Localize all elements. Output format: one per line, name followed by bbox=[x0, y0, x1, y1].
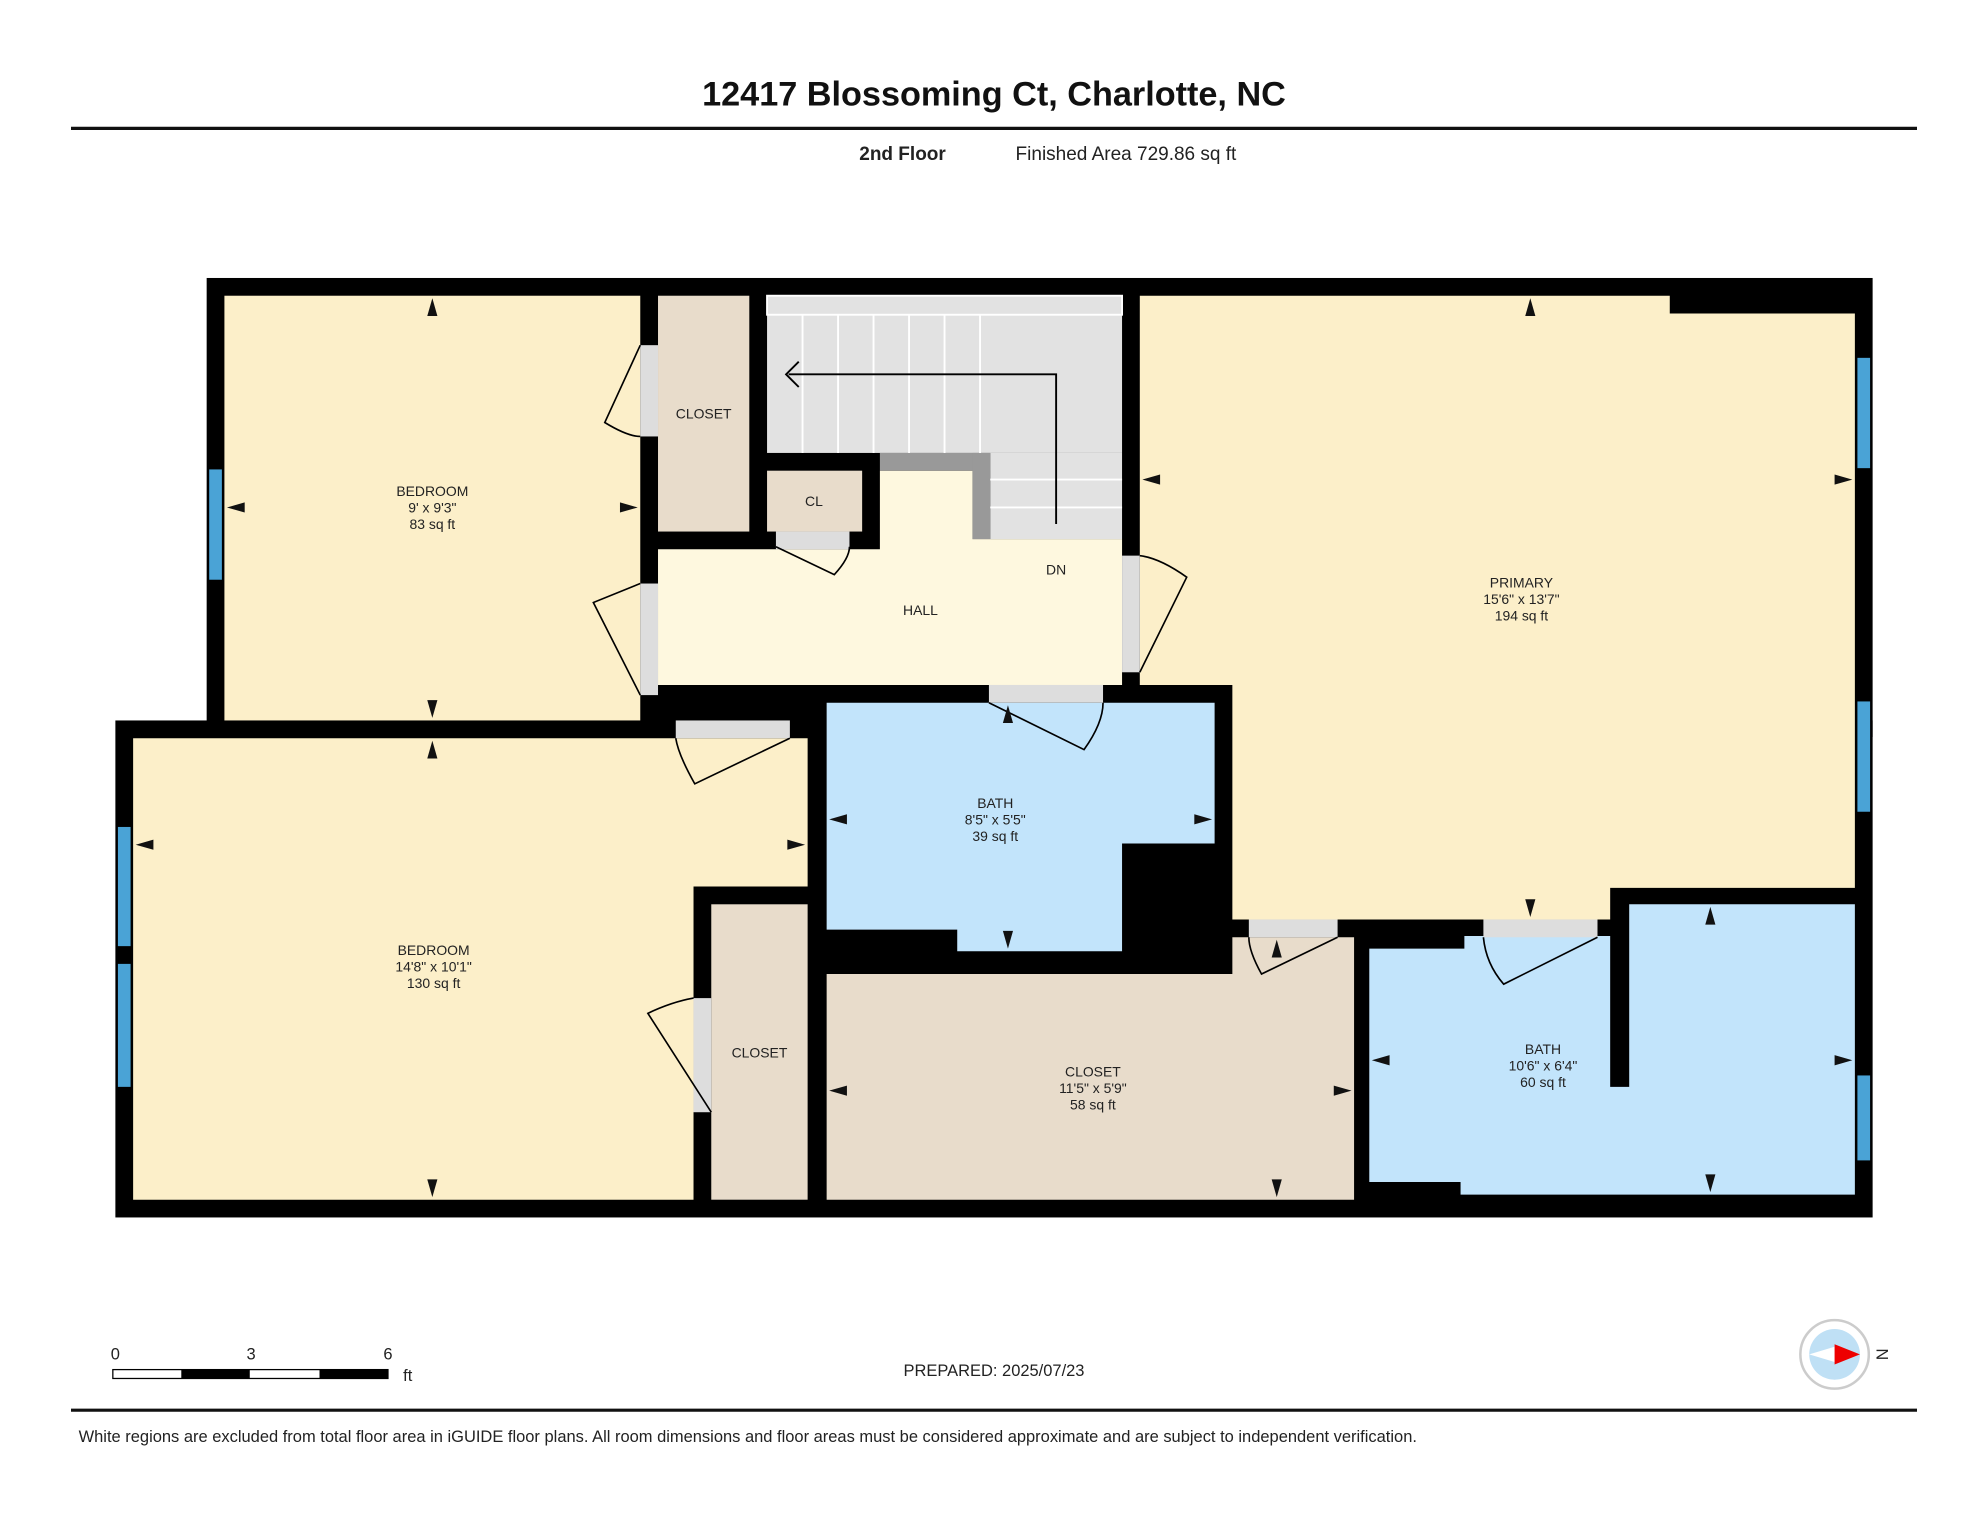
room-bedroom-2 bbox=[133, 738, 808, 1200]
hall-name: HALL bbox=[903, 602, 938, 618]
room-bath-1 bbox=[826, 702, 1215, 952]
bath2-name: BATH bbox=[1525, 1041, 1561, 1057]
stairs-dn-label: DN bbox=[1046, 562, 1066, 578]
windows bbox=[117, 357, 1871, 1161]
scale-tick-3: 3 bbox=[246, 1345, 255, 1363]
bedroom1-dims: 9' x 9'3" bbox=[408, 500, 456, 516]
bath2-area: 60 sq ft bbox=[1520, 1074, 1566, 1090]
room-primary bbox=[1139, 295, 1855, 920]
scale-tick-0: 0 bbox=[111, 1345, 120, 1363]
cl-name: CL bbox=[805, 493, 823, 509]
room-bath-2 bbox=[1369, 904, 1855, 1195]
primary-area: 194 sq ft bbox=[1495, 607, 1549, 623]
page-title: 12417 Blossoming Ct, Charlotte, NC bbox=[702, 76, 1286, 114]
bedroom2-dims: 14'8" x 10'1" bbox=[395, 958, 471, 974]
bath2-dims: 10'6" x 6'4" bbox=[1509, 1057, 1578, 1073]
primary-dims: 15'6" x 13'7" bbox=[1483, 591, 1559, 607]
room-hall bbox=[658, 470, 1123, 685]
closet3-name: CLOSET bbox=[1065, 1064, 1121, 1080]
bedroom2-name: BEDROOM bbox=[398, 942, 470, 958]
primary-name: PRIMARY bbox=[1490, 574, 1553, 590]
room-closet-1 bbox=[658, 295, 750, 532]
bedroom2-area: 130 sq ft bbox=[407, 975, 461, 991]
closet3-dims: 11'5" x 5'9" bbox=[1059, 1080, 1127, 1096]
room-closet-3 bbox=[826, 937, 1355, 1200]
bedroom1-area: 83 sq ft bbox=[409, 516, 455, 532]
room-closet-2 bbox=[711, 904, 808, 1200]
dimension-arrows bbox=[135, 298, 1853, 1198]
closet3-area: 58 sq ft bbox=[1070, 1097, 1116, 1113]
finished-area: Finished Area 729.86 sq ft bbox=[1016, 144, 1237, 165]
stairs bbox=[766, 294, 1124, 540]
compass-north-icon: N bbox=[1799, 1318, 1890, 1390]
bath1-area: 39 sq ft bbox=[972, 828, 1018, 844]
compass-label: N bbox=[1872, 1348, 1890, 1360]
prepared-date: PREPARED: 2025/07/23 bbox=[904, 1362, 1085, 1380]
bath1-name: BATH bbox=[977, 795, 1013, 811]
bath1-dims: 8'5" x 5'5" bbox=[965, 811, 1026, 827]
disclaimer: White regions are excluded from total fl… bbox=[79, 1428, 1417, 1446]
door-openings bbox=[640, 345, 1598, 1113]
room-bedroom-1 bbox=[224, 295, 641, 721]
door-swings bbox=[592, 344, 1598, 1113]
room-cl bbox=[767, 470, 863, 532]
scale-tick-6: 6 bbox=[383, 1345, 392, 1363]
closet1-name: CLOSET bbox=[676, 406, 732, 422]
floor-label: 2nd Floor bbox=[859, 144, 946, 165]
scale-bar: 0 3 6 ft bbox=[111, 1345, 413, 1385]
closet2-name: CLOSET bbox=[732, 1045, 788, 1061]
bedroom1-name: BEDROOM bbox=[396, 483, 468, 499]
scale-unit: ft bbox=[403, 1367, 413, 1385]
